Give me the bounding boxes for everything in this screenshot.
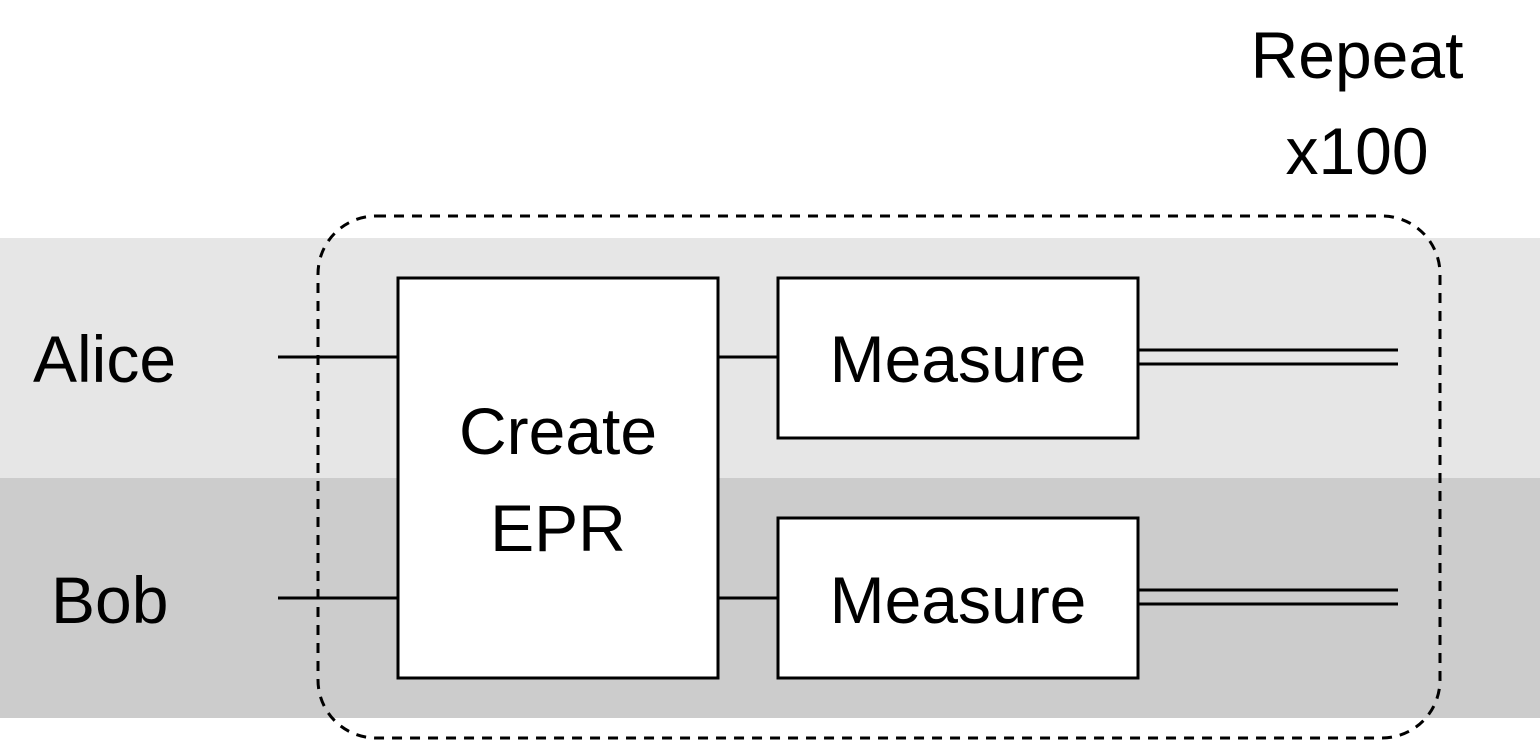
alice-measure-box	[776, 276, 1140, 440]
alice-classical-output	[1138, 348, 1398, 366]
bob-measure-box	[776, 516, 1140, 680]
repeat-frame	[316, 214, 1442, 740]
bob-measure-label: Measure	[829, 563, 1087, 637]
bob-label: Bob	[51, 563, 169, 637]
create-epr-label-line2: EPR	[490, 491, 626, 565]
alice-measure-label: Measure	[829, 322, 1087, 396]
alice-label: Alice	[33, 322, 177, 396]
repeat-label: Repeat	[1250, 18, 1464, 92]
create-epr-label-line1: Create	[458, 394, 658, 468]
repeat-count-label: x100	[1285, 114, 1429, 188]
create-epr-box	[396, 276, 720, 680]
bob-classical-output	[1138, 588, 1398, 606]
